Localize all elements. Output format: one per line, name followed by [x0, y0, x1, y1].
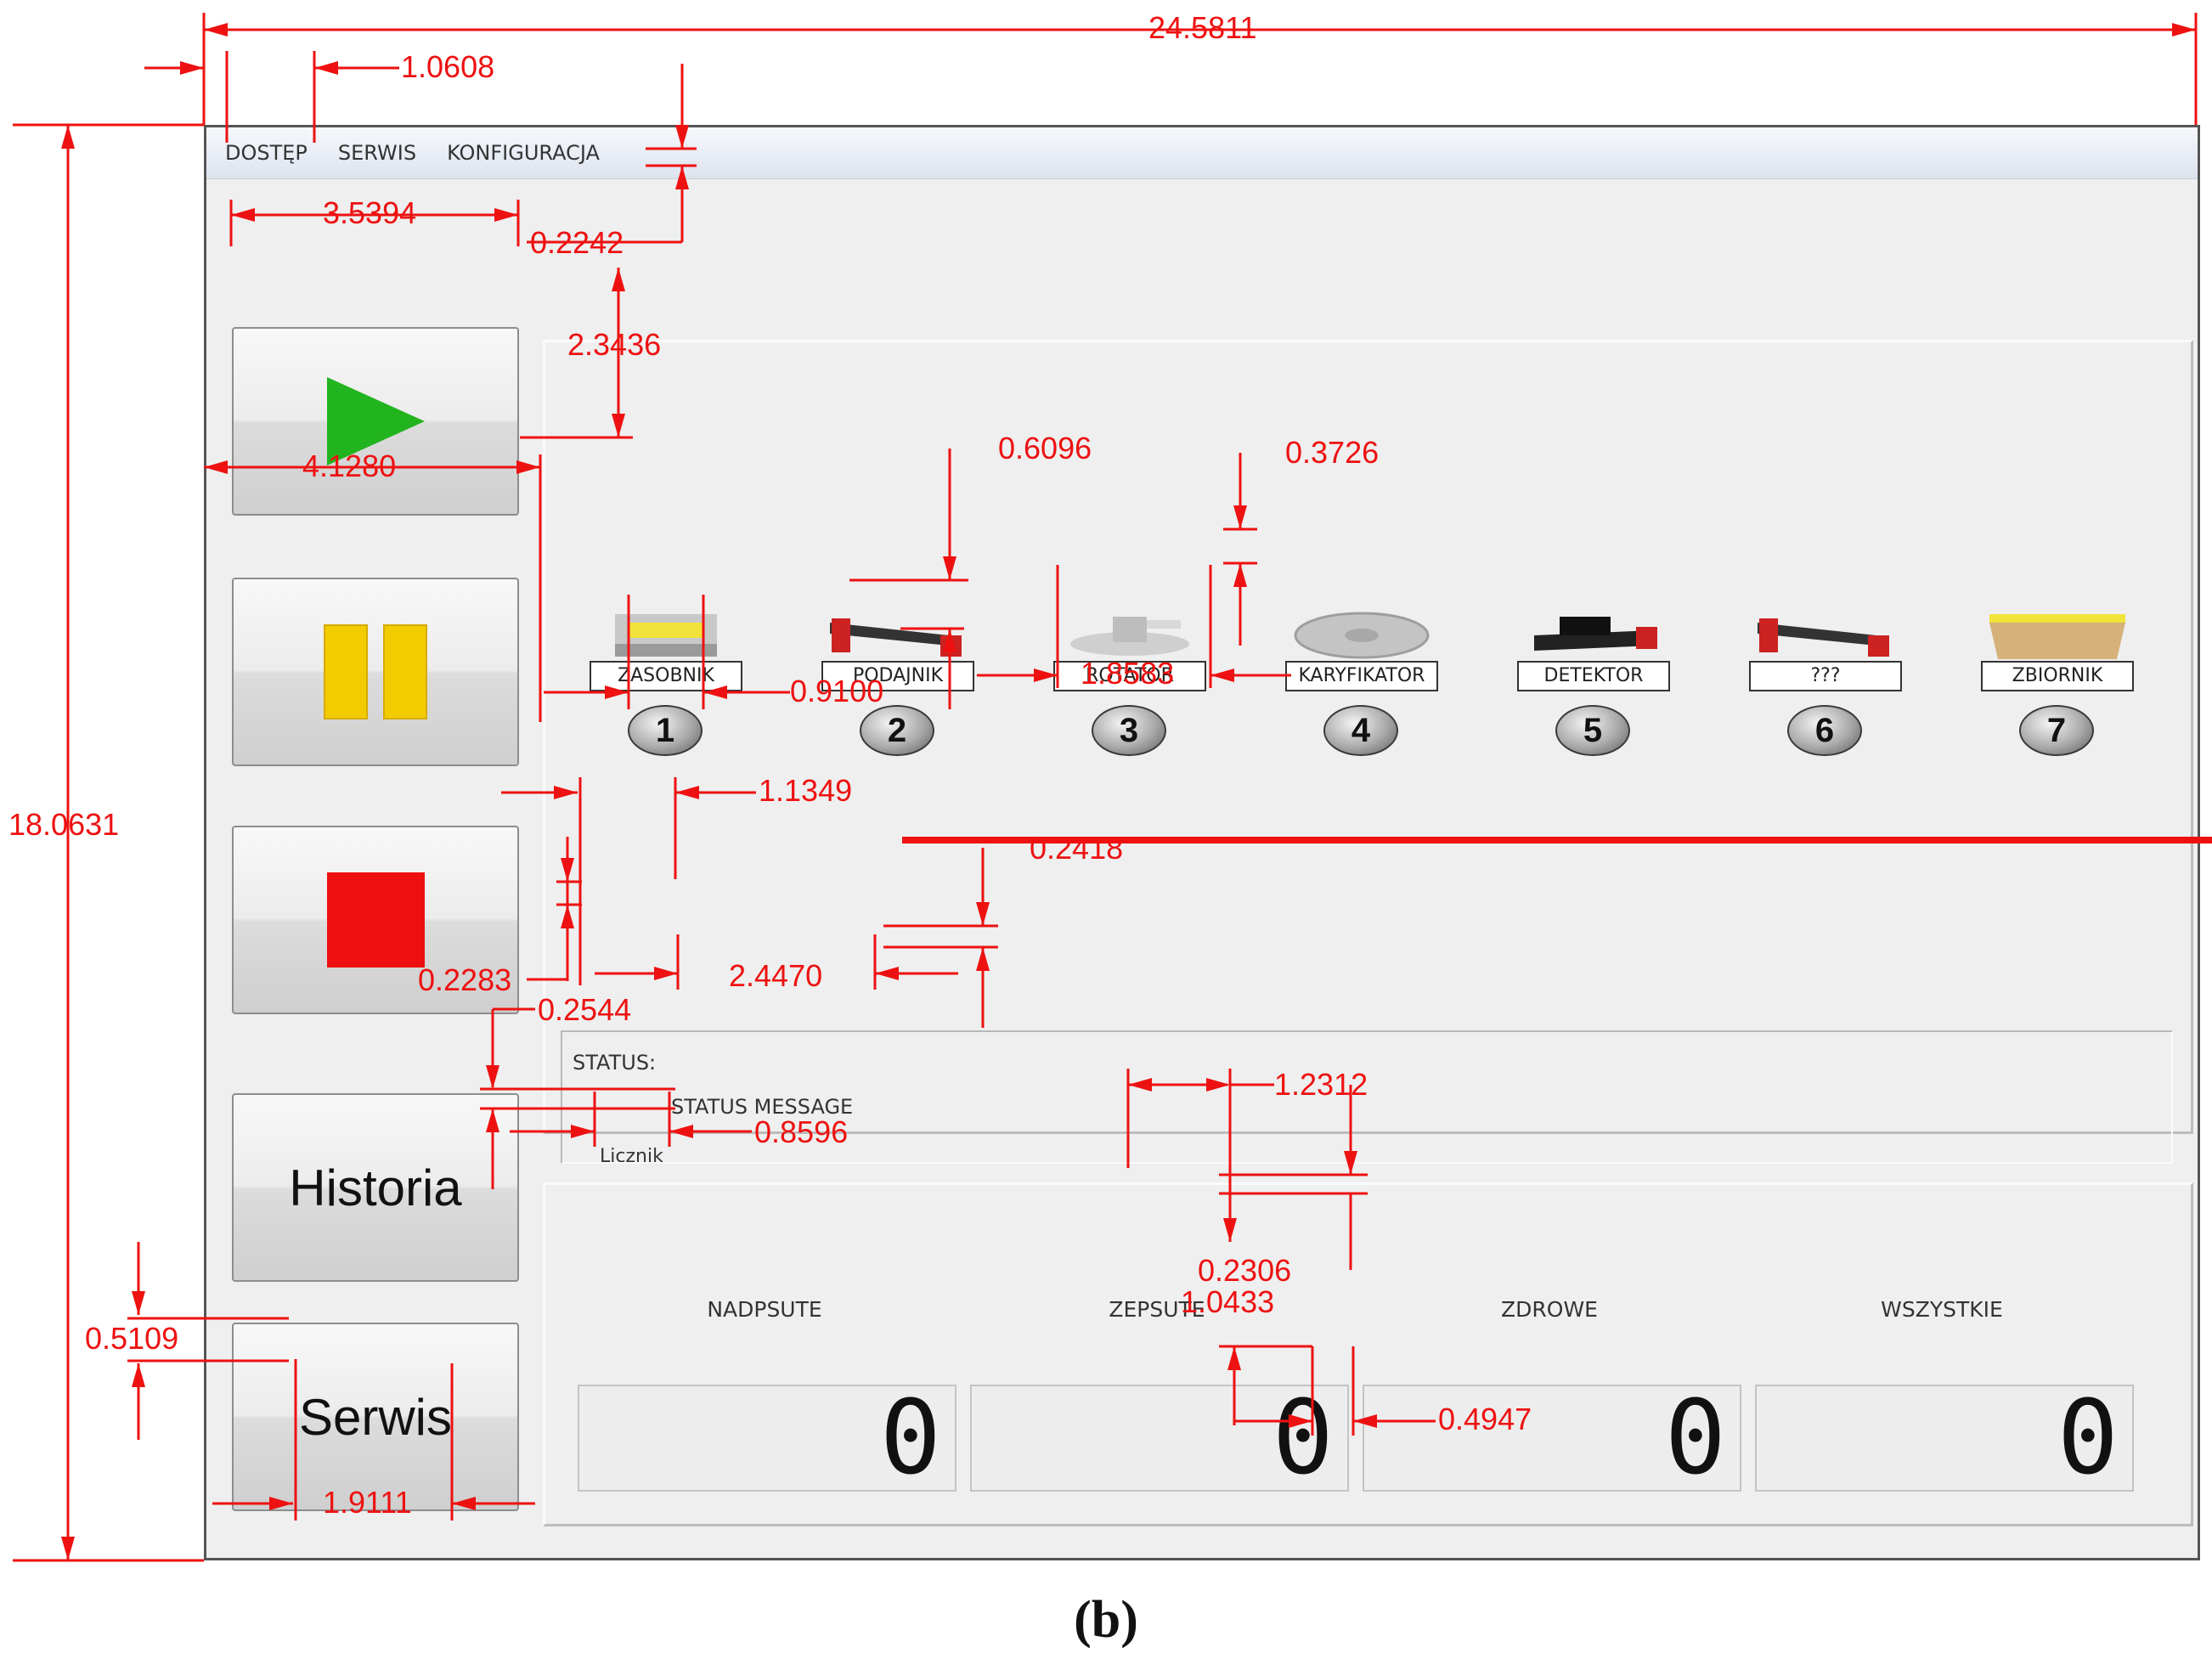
counter-value: 0 — [2057, 1379, 2119, 1498]
dim-label: 1.8583 — [1081, 656, 1175, 691]
dim-label: 18.0631 — [8, 807, 120, 842]
detector-icon — [1534, 617, 1657, 651]
process-panel: ZASOBNIK 1 PODAJNIK 2 ROTATOR — [543, 340, 2212, 1164]
counter-display-nadpsute: 0 — [578, 1385, 956, 1492]
module-number: 1 — [628, 705, 703, 756]
counter-label-wszystkie: WSZYSTKIE — [1881, 1297, 2003, 1322]
dim-label: 0.8596 — [754, 1114, 849, 1149]
dim-label: 0.9100 — [790, 674, 884, 708]
figure-caption: (b) — [1074, 1591, 1138, 1649]
menu-bar: DOSTĘP SERWIS KONFIGURACJA — [206, 127, 2198, 179]
module-number: 4 — [1323, 705, 1398, 756]
app-window: DOSTĘP SERWIS KONFIGURACJA Historia Serw… — [204, 125, 2212, 1560]
serwis-label: Serwis — [298, 1388, 453, 1446]
counter-value: 0 — [1272, 1379, 1334, 1498]
module-detektor[interactable]: DETEKTOR 5 — [1517, 610, 1670, 771]
module-number: 2 — [860, 705, 934, 756]
feeder-icon — [830, 618, 962, 657]
counter-display-zdrowe: 0 — [1363, 1385, 1741, 1492]
stop-icon — [326, 872, 425, 968]
counter-value: 0 — [879, 1379, 941, 1498]
module-label: ZBIORNIK — [1981, 661, 2134, 691]
dim-label: 1.0608 — [401, 49, 495, 84]
historia-button[interactable]: Historia — [232, 1093, 519, 1282]
counter-label-zdrowe: ZDROWE — [1501, 1297, 1598, 1322]
module-label: KARYFIKATOR — [1285, 661, 1438, 691]
serwis-button[interactable]: Serwis — [232, 1323, 519, 1511]
pause-icon — [324, 624, 427, 719]
dim-label: 0.2283 — [418, 962, 512, 997]
dim-label: 0.4947 — [1438, 1402, 1532, 1436]
historia-label: Historia — [289, 1159, 462, 1216]
module-zbiornik[interactable]: ZBIORNIK 7 — [1981, 610, 2134, 771]
counter-display-zepsute: 0 — [970, 1385, 1349, 1492]
module-number: 6 — [1787, 705, 1862, 756]
counter-label-nadpsute: NADPSUTE — [707, 1297, 822, 1322]
conveyor-icon — [1758, 618, 1889, 657]
module-label: DETEKTOR — [1517, 661, 1670, 691]
dim-label: 0.6096 — [998, 431, 1092, 465]
disc-icon — [1294, 612, 1430, 659]
dim-label: 0.3726 — [1285, 435, 1380, 470]
dim-label: 1.1349 — [759, 773, 853, 808]
dim-label: 0.2306 — [1198, 1253, 1292, 1288]
dim-label: 0.2418 — [1030, 831, 1124, 866]
module-label: ROTATOR — [1053, 661, 1206, 691]
dim-label: 1.0433 — [1181, 1284, 1275, 1319]
counter-value: 0 — [1664, 1379, 1726, 1498]
progress-line — [902, 837, 2212, 843]
status-message: STATUS MESSAGE — [671, 1095, 854, 1119]
status-label: STATUS: — [573, 1051, 657, 1075]
counter-display-wszystkie: 0 — [1755, 1385, 2134, 1492]
module-unknown[interactable]: ??? 6 — [1749, 610, 1902, 771]
module-number: 7 — [2019, 705, 2094, 756]
counter-label-zepsute: ZEPSUTE — [1109, 1297, 1205, 1322]
module-karyfikator[interactable]: KARYFIKATOR 4 — [1285, 610, 1438, 771]
dim-label: 0.2242 — [530, 225, 624, 260]
dim-label: 0.2544 — [538, 992, 632, 1027]
dim-label: 1.9111 — [323, 1485, 412, 1520]
module-number: 3 — [1092, 705, 1166, 756]
play-icon — [326, 377, 425, 465]
module-label: ZASOBNIK — [590, 661, 742, 691]
tank-icon — [1989, 614, 2125, 659]
rotator-icon — [1070, 617, 1189, 656]
status-box: STATUS: STATUS MESSAGE — [561, 1030, 2173, 1164]
counter-panel: NADPSUTE ZEPSUTE ZDROWE WSZYSTKIE 0 0 0 … — [543, 1182, 2193, 1526]
menu-item-dostep[interactable]: DOSTĘP — [225, 141, 308, 165]
dim-label: 0.5109 — [85, 1321, 179, 1356]
module-number: 5 — [1555, 705, 1630, 756]
start-button[interactable] — [232, 327, 519, 516]
dim-label: 2.4470 — [729, 958, 823, 993]
dim-label: 2.3436 — [567, 327, 662, 362]
module-label: ??? — [1749, 661, 1902, 691]
stop-button[interactable] — [232, 826, 519, 1014]
app-body: Historia Serwis Licznik ZASOBNIK 1 — [206, 180, 2212, 1558]
dim-label: 3.5394 — [323, 195, 417, 230]
dim-label: 4.1280 — [302, 449, 397, 483]
menu-item-konfiguracja[interactable]: KONFIGURACJA — [447, 141, 600, 165]
menu-item-serwis[interactable]: SERWIS — [337, 141, 417, 165]
pause-button[interactable] — [232, 578, 519, 766]
module-rotator[interactable]: ROTATOR 3 — [1053, 610, 1206, 771]
dim-label: 24.5811 — [1148, 10, 1257, 45]
hopper-icon — [615, 614, 717, 657]
dim-label: 1.2312 — [1274, 1067, 1368, 1102]
module-zasobnik[interactable]: ZASOBNIK 1 — [590, 610, 742, 771]
